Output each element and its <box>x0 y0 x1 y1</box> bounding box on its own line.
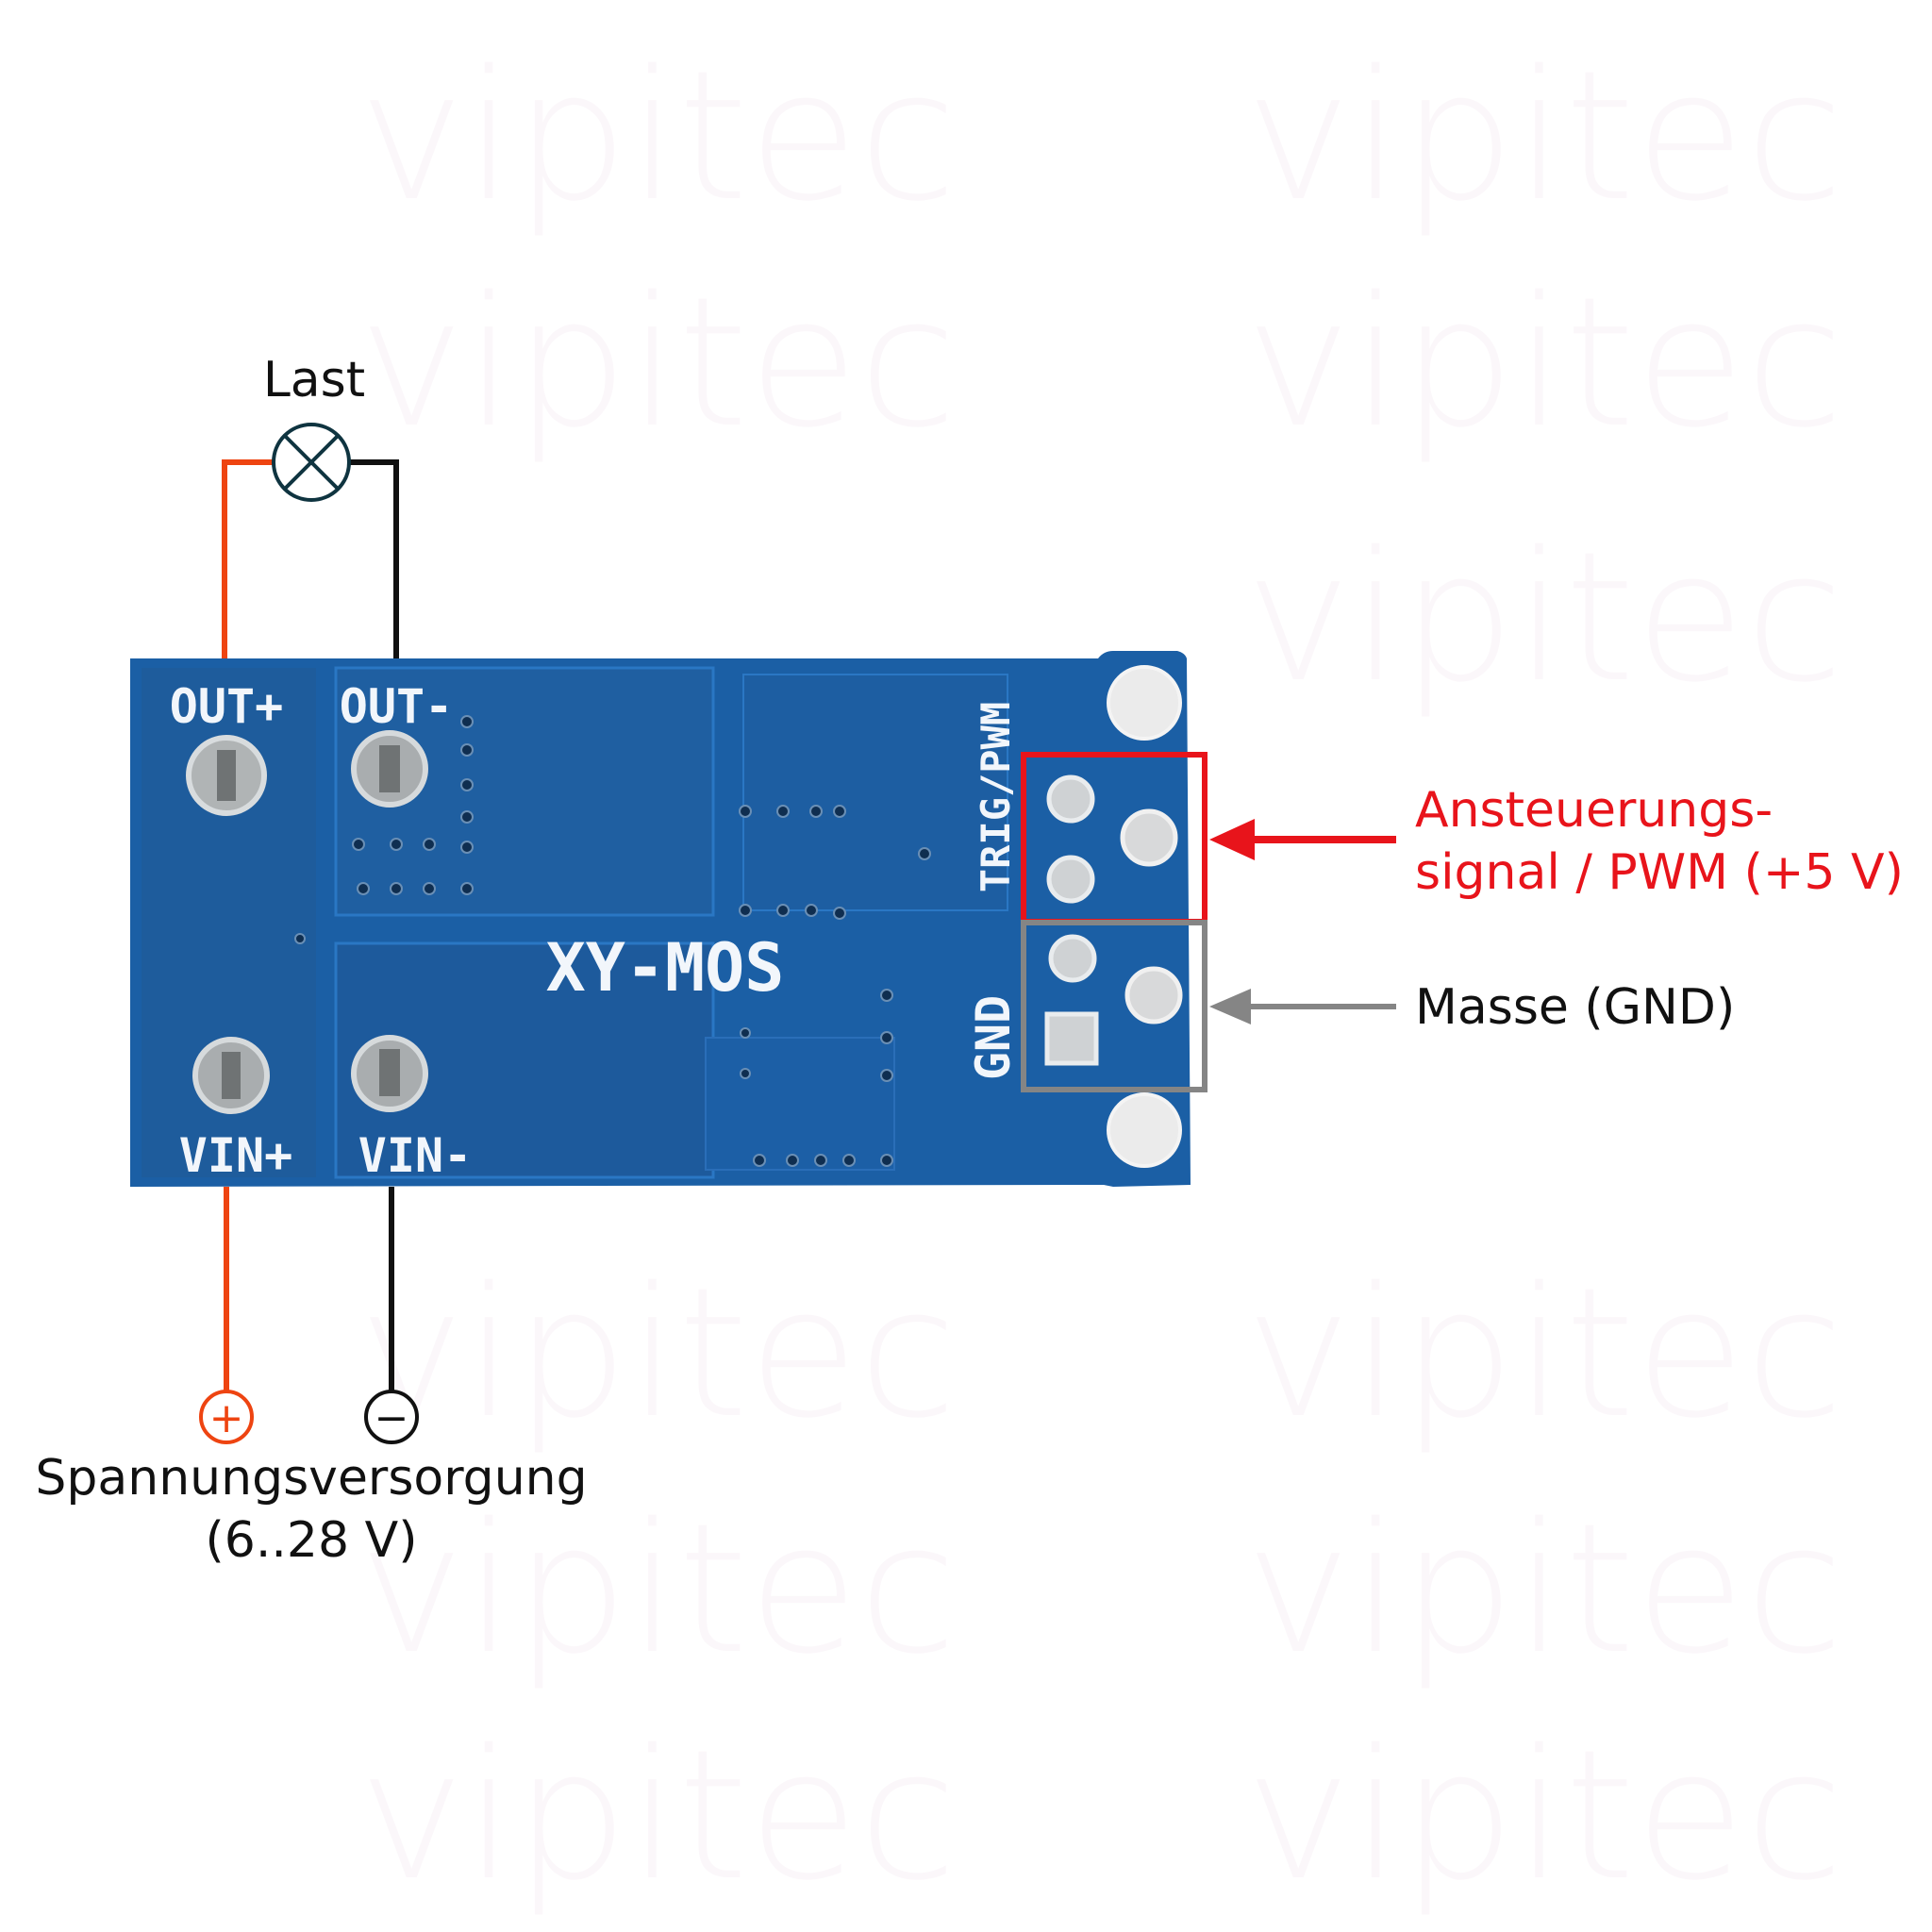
board-name: XY-MOS <box>546 929 785 1007</box>
load-lamp: Last <box>263 352 365 502</box>
watermark: vipitec <box>1245 32 1843 241</box>
gnd-arrow <box>1209 989 1396 1024</box>
pin-trig <box>1046 774 1095 824</box>
mounting-hole <box>1107 665 1182 741</box>
wire-out-minus <box>349 459 399 660</box>
screw-vin-minus <box>351 1035 428 1112</box>
arrow-head-icon <box>1209 819 1255 860</box>
pin-trig <box>1046 855 1095 904</box>
pcb-board: OUT+ OUT- VIN+ VIN- XY-MOS TRIG/PWM GND <box>130 651 1191 1187</box>
mounting-hole <box>1107 1092 1182 1168</box>
pcb-plane <box>705 1037 895 1171</box>
watermark: vipitec <box>1245 1485 1843 1693</box>
control-arrow <box>1209 819 1396 860</box>
vias <box>294 715 931 1167</box>
lamp-cross <box>283 434 340 491</box>
silk-vin-plus: VIN+ <box>179 1128 292 1183</box>
header-pins <box>1044 774 1183 1066</box>
plus-icon <box>199 1390 254 1444</box>
watermark: vipitec <box>358 1711 957 1920</box>
minus-icon <box>364 1390 419 1444</box>
supply-plus-terminal: + <box>199 1390 254 1444</box>
watermark: vipitec <box>358 32 957 241</box>
pcb-plane <box>742 674 1008 911</box>
pad-large <box>1120 808 1178 867</box>
control-signal-label-line1: Ansteuerungs- <box>1415 782 1773 839</box>
plus-symbol: + <box>209 1394 244 1442</box>
screw-out-minus <box>351 730 428 808</box>
watermark: vipitec <box>358 1249 957 1457</box>
pin-gnd <box>1044 1011 1099 1066</box>
watermark: vipitec <box>1245 513 1843 722</box>
silk-vin-minus: VIN- <box>358 1128 472 1183</box>
watermark: vipitec <box>358 1485 957 1693</box>
silk-out-minus: OUT- <box>340 679 453 734</box>
watermark: vipitec <box>358 258 957 467</box>
wires <box>222 459 399 1394</box>
silk-gnd: GND <box>966 995 1021 1080</box>
gnd-highlight <box>1021 920 1208 1092</box>
supply-minus-terminal: − <box>364 1390 419 1444</box>
wire-out-plus <box>222 459 274 660</box>
screw-out-plus <box>186 735 267 816</box>
watermark: vipitec <box>1245 1249 1843 1457</box>
control-signal-label-line2: signal / PWM (+5 V) <box>1415 844 1904 901</box>
supply-range: (6..28 V) <box>206 1512 418 1569</box>
supply-label: Spannungsversorgung <box>35 1450 587 1507</box>
arrow-head-icon <box>1209 989 1251 1024</box>
screw-vin-plus <box>192 1037 270 1114</box>
gnd-label: Masse (GND) <box>1415 979 1735 1036</box>
watermark: vipitec <box>1245 258 1843 467</box>
watermark-layer: vipitec vipitec vipitec vipitec vipitec … <box>358 32 1843 1920</box>
minus-symbol: − <box>375 1394 409 1442</box>
pin-gnd <box>1048 934 1097 983</box>
silk-trig-pwm: TRIG/PWM <box>973 702 1019 892</box>
pad-large <box>1124 966 1183 1024</box>
watermark: vipitec <box>1245 1711 1843 1920</box>
load-label: Last <box>263 352 365 408</box>
silk-out-plus: OUT+ <box>170 679 283 734</box>
